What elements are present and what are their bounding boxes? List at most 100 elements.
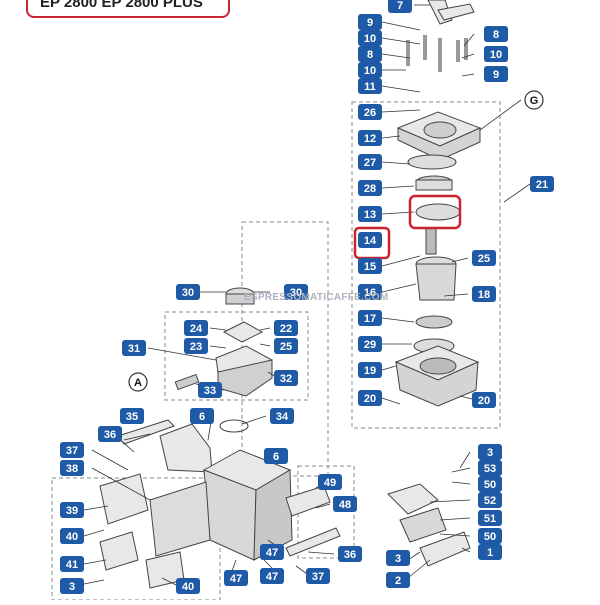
callout-badge-bg: [358, 206, 382, 222]
callout-label: 12: [364, 133, 376, 145]
leader-line: [147, 347, 217, 361]
callout-label: 38: [66, 463, 78, 475]
plate-12-ring: [423, 121, 457, 139]
leader-line: [83, 579, 105, 585]
leader-line: [307, 551, 335, 555]
callout-label: 49: [324, 477, 336, 489]
callout-label: 14: [364, 235, 377, 247]
callout-badge-bg: [60, 556, 84, 572]
leader-line: [91, 467, 151, 501]
leader-line: [429, 499, 471, 503]
leader-line: [451, 467, 471, 473]
callout-badge-bg: [190, 408, 214, 424]
callout-badge-bg: [478, 492, 502, 508]
callout-badge-bg: [358, 390, 382, 406]
leader-line: [503, 183, 531, 203]
callout-badge-bg: [358, 232, 382, 248]
callout-label: 6: [273, 451, 279, 463]
callout-label: 17: [364, 313, 376, 325]
callout-badge-bg: [358, 62, 382, 78]
callout-label: 29: [364, 339, 376, 351]
leader-line: [463, 33, 475, 47]
callout-label: 22: [280, 323, 292, 335]
callout-badge-bg: [184, 320, 208, 336]
callout-label: 7: [397, 0, 403, 12]
callout-label: 27: [364, 157, 376, 169]
ring-30-body: [225, 293, 255, 305]
parts-group: [99, 0, 482, 589]
leader-line: [459, 451, 471, 469]
callout-label: 37: [312, 571, 324, 583]
callout-label: 2: [395, 575, 401, 587]
callout-label: 8: [493, 29, 499, 41]
leader-line: [381, 53, 411, 59]
leader-line: [381, 109, 421, 113]
leader-line: [83, 529, 105, 537]
callout-badge-bg: [274, 370, 298, 386]
callout-label: 35: [126, 411, 138, 423]
leader-line: [241, 415, 267, 425]
group-label-g-circle: [524, 90, 544, 110]
assembly-frame-sub: [164, 311, 309, 401]
callout-badge-bg: [530, 176, 554, 192]
callout-badge-bg: [358, 130, 382, 146]
group-label-g-text: G: [530, 95, 539, 107]
base-19-ring: [419, 357, 457, 375]
part-1: [419, 531, 471, 567]
lever-part: [437, 3, 475, 21]
callout-badge-bg: [318, 474, 342, 490]
bracket-36: [159, 423, 213, 473]
callout-badge-bg: [358, 46, 382, 62]
callout-label: 47: [266, 571, 278, 583]
callout-badge-bg: [358, 362, 382, 378]
callout-label: 40: [182, 581, 194, 593]
callout-badge-bg: [60, 578, 84, 594]
panel-left: [149, 481, 211, 557]
callout-label: 6: [199, 411, 205, 423]
callout-badge-bg: [386, 572, 410, 588]
plate-12-side: [397, 127, 481, 161]
part-49: [285, 485, 331, 517]
callout-badge-bg: [358, 180, 382, 196]
callout-badge-bg: [176, 284, 200, 300]
callout-label: 28: [364, 183, 376, 195]
highlight-part-14: [408, 194, 462, 230]
leader-line: [315, 503, 331, 509]
leader-line: [451, 481, 471, 485]
callout-badge-bg: [358, 310, 382, 326]
leader-line: [209, 327, 227, 331]
callout-badge-bg: [484, 46, 508, 62]
callout-badges: 7910889109101126122728132114251516181729…: [60, 0, 554, 594]
callout-label: 37: [66, 445, 78, 457]
leader-line: [451, 257, 469, 263]
callout-badge-bg: [358, 104, 382, 120]
callout-badge-bg: [478, 444, 502, 460]
ring-14: [415, 203, 461, 221]
callout-badge-bg: [358, 258, 382, 274]
callout-label: 16: [364, 287, 376, 299]
callout-label: 51: [484, 513, 496, 525]
leader-line: [381, 397, 401, 405]
callout-badge-bg: [198, 382, 222, 398]
callout-label: 23: [190, 341, 202, 353]
callout-badge-bg: [386, 550, 410, 566]
callout-label: 3: [395, 553, 401, 565]
gear-22: [222, 321, 264, 343]
callout-label: 52: [484, 495, 496, 507]
callout-badge-bg: [264, 448, 288, 464]
callout-label: 18: [478, 289, 490, 301]
callout-label: 8: [367, 49, 373, 61]
leader-line: [381, 255, 421, 267]
callout-badge-bg: [306, 568, 330, 584]
callout-label: 10: [364, 33, 376, 45]
leader-line: [259, 343, 271, 347]
callout-label: 36: [344, 549, 356, 561]
part-41: [99, 531, 139, 571]
leader-line: [381, 37, 421, 45]
callout-label: 30: [182, 287, 194, 299]
callout-label: 31: [128, 343, 140, 355]
part-52: [387, 483, 439, 515]
body-right: [253, 469, 293, 561]
callout-label: 36: [104, 429, 116, 441]
